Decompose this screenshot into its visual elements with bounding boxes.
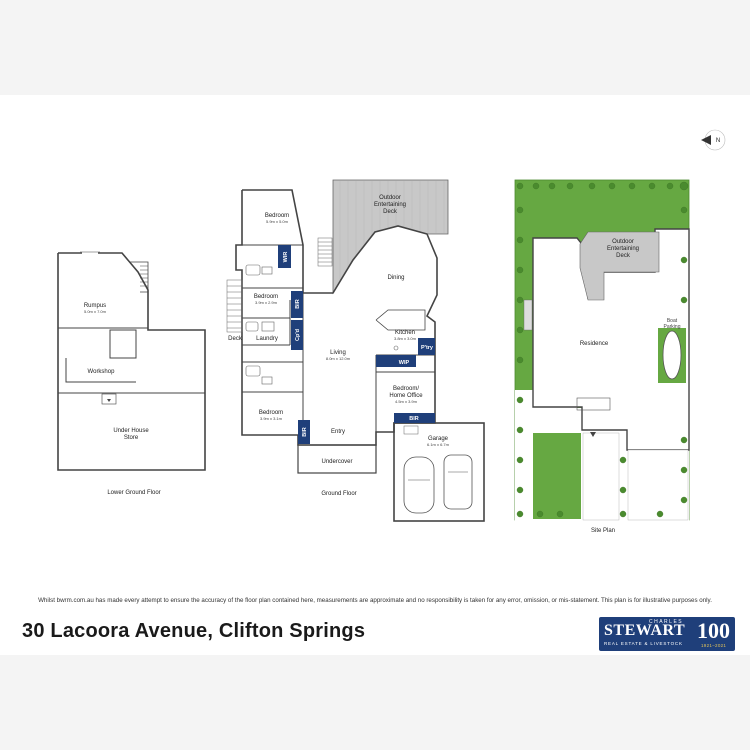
deck-stairs [317, 237, 333, 267]
garage-plan [393, 422, 485, 522]
room-dims-rumpus: 5.0m x 7.0m [84, 309, 107, 314]
undercover-area [297, 444, 377, 474]
room-label-laundry: Laundry [256, 336, 278, 342]
logo-anniversary-number: 100 [697, 618, 730, 643]
room-label-outdoor-deck-2: Entertaining [374, 202, 406, 208]
room-dims-bedroom-mid: 3.9m x 2.9m [255, 300, 278, 305]
room-label-kitchen: Kitchen [395, 330, 415, 336]
room-label-outdoor-deck-3: Deck [383, 209, 398, 215]
label-bir-mid: BIR [295, 299, 301, 309]
logo-sub-text: REAL ESTATE & LIVESTOCK [604, 641, 683, 646]
room-label-bedroom-mid: Bedroom [254, 294, 278, 300]
room-label-workshop: Workshop [88, 369, 116, 375]
site-plan [514, 179, 690, 521]
room-label-under-house-store-1: Under House [113, 428, 149, 434]
room-label-outdoor-deck-1: Outdoor [379, 195, 401, 201]
room-dims-bedroom-top: 5.9m x 5.0m [266, 219, 289, 224]
site-label-boat-parking-2: Parking [664, 324, 681, 330]
site-label-residence: Residence [580, 341, 609, 347]
label-wip: WIP [399, 360, 410, 366]
label-ptry: P'try [421, 345, 434, 351]
room-label-rumpus: Rumpus [84, 303, 106, 309]
room-label-dining: Dining [387, 275, 404, 281]
logo-top-text: CHARLES [649, 619, 684, 625]
bottom-margin-band [0, 655, 750, 750]
bathroom-fixtures [245, 264, 399, 385]
storage-labels [278, 245, 435, 444]
label-bir-office: BIR [409, 416, 419, 422]
logo-anniversary-years: 1921–2021 [701, 643, 727, 648]
site-label-boat-parking-1: Boat [667, 318, 678, 324]
floor-plan-drawing: N Rumpus 5.0m x 7.0m Workshop Under Hous… [57, 129, 726, 534]
boat-icon [662, 330, 682, 380]
top-margin-band [0, 0, 750, 95]
kitchen-bench [375, 309, 426, 331]
room-dims-bedroom-office: 4.5m x 3.9m [395, 399, 418, 404]
site-label-deck-1: Outdoor [612, 239, 634, 245]
disclaimer-text: Whilst bwrm.com.au has made every attemp… [38, 597, 712, 604]
room-dims-kitchen: 3.8m x 3.0m [394, 336, 417, 341]
site-label-deck-3: Deck [616, 253, 631, 259]
caption-ground-floor: Ground Floor [321, 491, 356, 497]
car-icon [403, 456, 435, 514]
room-label-undercover: Undercover [321, 459, 352, 465]
agency-logo: CHARLES STEWART REAL ESTATE & LIVESTOCK … [599, 617, 735, 651]
property-address: 30 Lacoora Avenue, Clifton Springs [22, 620, 366, 642]
room-label-bedroom-low: Bedroom [259, 410, 283, 416]
site-trees [516, 181, 689, 518]
logo-main-text: STEWART [604, 622, 686, 639]
side-deck-stairs [226, 279, 243, 333]
room-label-bedroom-office-2: Home Office [389, 393, 423, 399]
caption-site-plan: Site Plan [591, 528, 615, 534]
ground-outdoor-deck [332, 179, 449, 295]
label-wir: WIR [283, 252, 289, 263]
floor-plan-sheet: N Rumpus 5.0m x 7.0m Workshop Under Hous… [0, 95, 750, 655]
label-cpd: Cp'd [295, 329, 301, 341]
site-label-deck-2: Entertaining [607, 246, 639, 252]
north-label: N [716, 138, 720, 144]
room-dims-bedroom-low: 3.9m x 3.1m [260, 416, 283, 421]
room-label-under-house-store-2: Store [124, 435, 139, 441]
car-icon [443, 454, 473, 510]
room-label-entry: Entry [331, 429, 345, 435]
caption-lower-ground-floor: Lower Ground Floor [107, 490, 160, 496]
room-label-living: Living [330, 350, 346, 356]
north-arrow-icon: N [701, 129, 726, 151]
room-label-deck: Deck [228, 336, 243, 342]
room-label-bedroom-office-1: Bedroom/ [393, 386, 419, 392]
room-label-garage: Garage [428, 436, 449, 442]
room-dims-garage: 6.1m x 6.7m [427, 442, 450, 447]
label-bir-low: BIR [302, 427, 308, 437]
lower-ground-floor-plan [57, 251, 206, 471]
room-label-bedroom-top: Bedroom [265, 213, 289, 219]
room-dims-living: 8.0m x 12.0m [326, 356, 351, 361]
